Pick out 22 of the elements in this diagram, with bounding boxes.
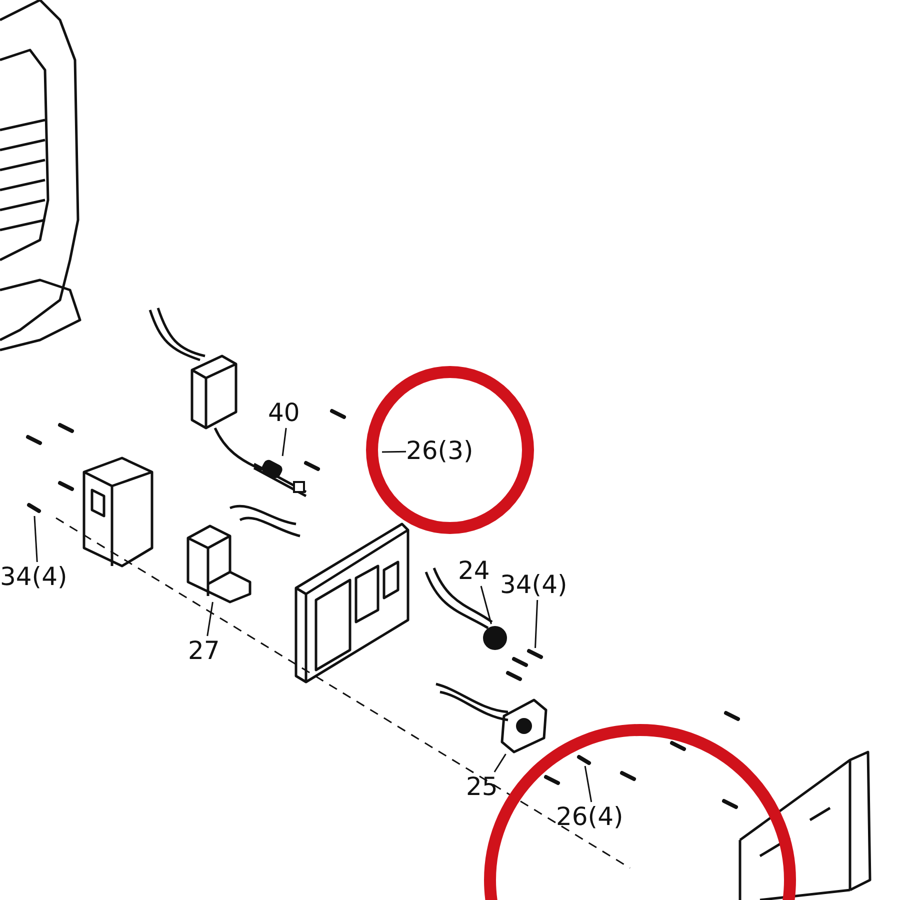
callout-number: 27 [188, 636, 222, 666]
socket-drawing [498, 696, 550, 754]
leader-line [206, 602, 214, 636]
leader-line [534, 600, 538, 648]
callout-number: 24 [458, 556, 496, 586]
leader-line [282, 428, 287, 456]
screw-icon [576, 754, 592, 766]
screw-icon [526, 648, 544, 660]
circuit-breaker-drawing [186, 522, 252, 602]
leader-line [480, 586, 492, 624]
callout-number: 26(4) [556, 802, 632, 832]
callout-number: 26(3) [406, 436, 482, 466]
leader-line [494, 754, 506, 772]
grommet-icon [480, 624, 510, 652]
leader-line [34, 516, 38, 562]
callout-number: 40 [268, 398, 308, 428]
callout-number: 34(4) [500, 570, 576, 600]
leader-line [382, 450, 406, 453]
callout-number: 34(4) [0, 562, 76, 592]
callout-number: 25 [466, 772, 504, 802]
screw-icon [26, 500, 42, 516]
leader-line [584, 766, 592, 802]
